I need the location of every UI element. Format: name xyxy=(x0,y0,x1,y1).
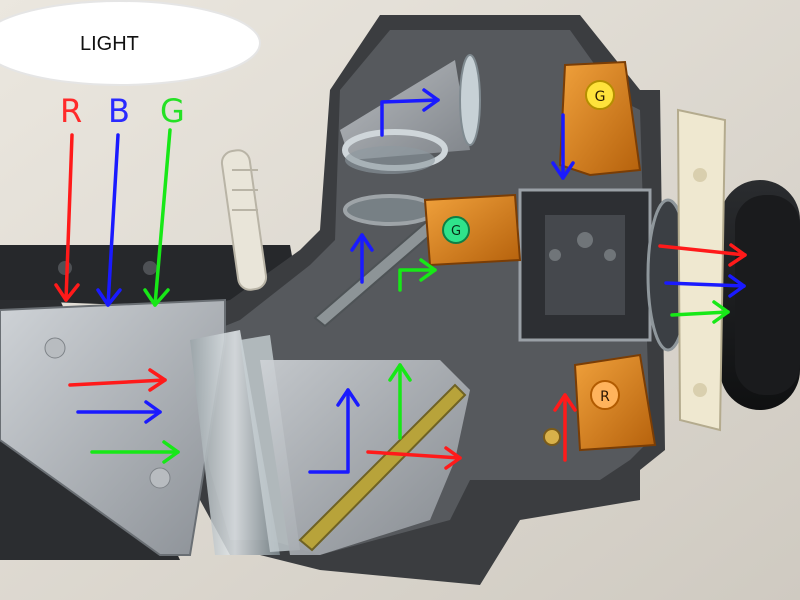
panel-label-left: G xyxy=(451,224,461,239)
arrow-blue-top xyxy=(380,98,440,137)
relay-lens xyxy=(459,54,481,146)
lcd-panel-bottom: R xyxy=(573,353,657,452)
arrow-red-right xyxy=(366,450,462,460)
projection-lens xyxy=(720,180,800,410)
arrowhead-blue-entry xyxy=(96,288,122,307)
panel-label-bottom: R xyxy=(600,389,610,405)
label-r: R xyxy=(60,92,82,130)
dichroic-mirror-lower xyxy=(298,383,467,552)
prism-block xyxy=(518,188,652,342)
lens-mount-plate xyxy=(676,108,727,432)
arrow-blue-out xyxy=(664,281,746,288)
arrowhead-green-entry xyxy=(143,288,170,307)
label-g: G xyxy=(160,92,185,130)
light-entry-frame xyxy=(0,245,300,310)
arrowhead-red-entry xyxy=(54,283,80,302)
screw-icon xyxy=(543,428,561,446)
lcd-panel-left: G xyxy=(423,193,522,267)
arrow-blue-entry xyxy=(106,133,120,307)
panel-label-top: G xyxy=(595,89,606,105)
light-path-arrows xyxy=(54,88,747,474)
entry-bracket xyxy=(0,261,226,556)
arrow-green-out xyxy=(670,310,730,317)
lcd-panel-top: G xyxy=(558,60,642,177)
light-callout: LIGHT xyxy=(0,0,261,86)
light-label: LIGHT xyxy=(80,33,139,55)
arrow-red-integrator xyxy=(68,378,167,387)
label-b: B xyxy=(108,92,130,130)
arrow-red-entry xyxy=(64,133,74,302)
arrow-green-to-lcd xyxy=(398,268,437,292)
center-floor-plate xyxy=(260,360,470,555)
lamp-spring-rod xyxy=(220,149,268,291)
arrow-green-entry xyxy=(153,128,172,307)
arrow-red-out xyxy=(658,244,747,257)
arrow-blue-turn-up xyxy=(308,388,350,474)
